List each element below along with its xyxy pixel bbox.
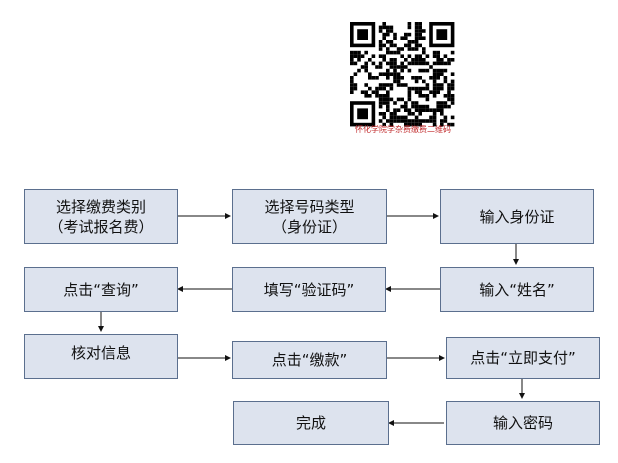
step-select-fee-category-line2: （考试报名费） [48,217,154,236]
step-select-id-type-line1: 选择号码类型 [264,197,355,216]
step-click-pay-now: 点击“立即支付” [446,337,600,379]
step-click-query-label: 点击“查询” [63,280,139,299]
step-fill-captcha: 填写“验证码” [232,267,386,312]
step-select-fee-category: 选择缴费类别 （考试报名费） [24,189,178,244]
step-complete-label: 完成 [295,414,326,432]
step-enter-name: 输入“姓名” [440,267,594,312]
step-select-fee-category-line1: 选择缴费类别 [55,197,146,216]
qr-caption: 怀化学院学杂费缴费二维码 [355,125,451,134]
step-complete: 完成 [233,401,389,445]
qr-code-image [350,22,455,127]
step-click-pay-now-label: 点击“立即支付” [470,349,576,367]
step-fill-captcha-label: 填写“验证码” [263,280,355,299]
step-select-id-type-line2: （身份证） [271,217,347,236]
qr-code [345,22,460,134]
step-enter-id-number: 输入身份证 [440,189,594,244]
step-click-query: 点击“查询” [24,267,178,312]
step-enter-password-label: 输入密码 [492,414,553,432]
step-enter-id-number-label: 输入身份证 [479,207,555,226]
step-click-pay-label: 点击“缴款” [271,351,348,369]
step-verify-info-label: 核对信息 [70,344,131,362]
step-enter-name-label: 输入“姓名” [479,280,555,299]
step-verify-info: 核对信息 [24,334,178,379]
step-click-pay: 点击“缴款” [232,341,387,379]
step-enter-password: 输入密码 [446,401,600,445]
step-select-id-type: 选择号码类型 （身份证） [232,189,387,244]
